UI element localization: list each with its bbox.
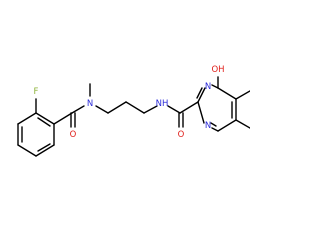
bond [217, 87, 237, 100]
bond [35, 144, 55, 157]
atom-label-fluorine: F [34, 87, 39, 97]
bond [197, 87, 206, 103]
atom-label-ring-nitrogen: N [205, 121, 211, 131]
atom-label-oxygen: O [178, 130, 185, 140]
bond [235, 119, 250, 129]
atom-label-ring-nitrogen: N [205, 82, 211, 92]
bond [143, 105, 158, 114]
bond [37, 117, 51, 127]
molecule-structure: F N O NH O N N OH [17, 65, 250, 157]
fluorophenyl-ring [17, 112, 55, 157]
bond [235, 90, 250, 100]
bond [211, 127, 219, 132]
bond [107, 101, 127, 114]
bond [217, 119, 237, 132]
bond [167, 105, 181, 114]
bond [53, 112, 73, 125]
bond [179, 101, 199, 114]
bond [17, 112, 37, 125]
bond [71, 105, 85, 114]
bond [17, 144, 37, 157]
bond [211, 84, 219, 89]
atom-label-hydroxyl: OH [211, 65, 224, 75]
bond [197, 101, 205, 124]
bond [95, 105, 109, 114]
bond [196, 87, 203, 99]
bond [35, 112, 55, 125]
atom-label-nitrogen: N [87, 99, 93, 109]
atom-label-oxygen: O [70, 130, 77, 140]
bond [37, 143, 51, 152]
bond [210, 122, 217, 127]
quinazoline-ring [196, 76, 250, 132]
bond [125, 101, 145, 114]
atom-label-amide-nh: NH [156, 99, 169, 109]
